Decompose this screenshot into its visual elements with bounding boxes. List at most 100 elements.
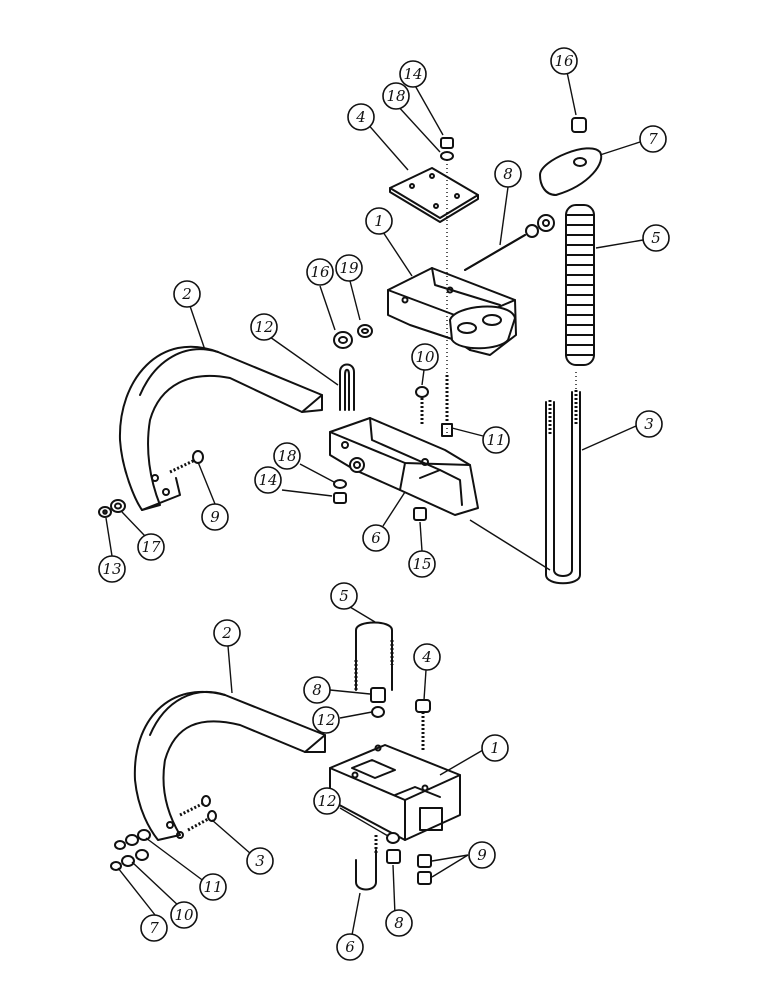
svg-text:14: 14 [258,471,277,489]
upper-shank [118,345,323,511]
svg-text:11: 11 [203,878,222,896]
callout-upper-9: 9 [201,503,229,531]
svg-text:5: 5 [651,229,661,247]
svg-text:18: 18 [386,87,405,105]
svg-text:15: 15 [412,555,431,573]
svg-text:9: 9 [210,508,220,526]
callout-leaders [105,71,644,936]
upper-rod-8 [464,214,555,271]
upper-spring-5 [565,204,595,366]
lower-nut-washers [110,829,151,871]
lower-callouts: 5 2 4 8 12 1 12 9 3 11 10 7 6 8 [140,582,509,961]
svg-text:12: 12 [316,711,335,729]
upper-u-bolt-12 [339,363,355,411]
lower-bolts-3 [179,795,217,832]
upper-nut-washer-14-18-top [440,137,454,440]
svg-text:18: 18 [277,447,296,465]
callout-upper-3: 3 [635,410,663,438]
upper-bolt-10 [415,386,429,425]
callout-lower-2: 2 [213,619,241,647]
svg-text:11: 11 [486,431,505,449]
upper-callouts: 14 18 4 16 7 8 1 5 16 19 2 12 10 3 11 18… [98,47,670,583]
callout-upper-6: 6 [362,524,390,552]
callout-upper-4: 4 [347,103,375,131]
callout-upper-10: 10 [411,343,439,371]
upper-casting-1 [387,267,517,356]
upper-bolt-9 [169,450,204,474]
svg-text:13: 13 [102,560,121,578]
callout-upper-15: 15 [408,550,436,578]
upper-nut-washer-13-17 [98,499,126,518]
callout-lower-12: 12 [313,787,341,815]
svg-text:5: 5 [339,587,349,605]
svg-text:16: 16 [554,52,574,70]
callout-upper-16: 16 [306,258,334,286]
callout-upper-7: 7 [639,125,667,153]
lower-nuts-bottom [386,832,432,885]
upper-bracket-6 [329,417,479,516]
svg-text:6: 6 [345,938,355,956]
lower-shank [133,690,326,841]
svg-text:8: 8 [503,165,513,183]
callout-lower-3: 3 [246,847,274,875]
callout-lower-7: 7 [140,914,168,942]
callout-upper-12: 12 [250,313,278,341]
upper-assembly [98,117,603,585]
svg-text:4: 4 [355,108,366,126]
svg-text:1: 1 [374,212,384,230]
callout-upper-13: 13 [98,555,126,583]
callout-upper-16-top: 16 [550,47,578,75]
svg-text:19: 19 [339,259,359,277]
upper-nut-washer-16-19 [333,324,373,349]
callout-upper-14-top: 14 [399,60,427,88]
svg-text:9: 9 [477,846,487,864]
svg-text:16: 16 [310,263,330,281]
callout-lower-4: 4 [413,643,441,671]
svg-text:8: 8 [312,681,322,699]
callout-lower-6: 6 [336,933,364,961]
upper-u-bolt-3 [469,372,581,585]
callout-lower-8: 8 [385,909,413,937]
callout-upper-11: 11 [482,426,510,454]
svg-text:12: 12 [317,792,336,810]
lower-nut-washer-8-12-top [370,687,386,718]
callout-lower-10: 10 [170,901,198,929]
callout-upper-18: 18 [273,442,301,470]
callout-upper-1: 1 [365,207,393,235]
upper-nut-15 [413,507,427,521]
svg-text:17: 17 [141,538,161,556]
lower-assembly [110,621,461,891]
svg-text:14: 14 [403,65,422,83]
lower-u-bolt-5 [354,621,394,691]
svg-text:3: 3 [644,415,654,433]
svg-text:10: 10 [174,906,194,924]
svg-text:7: 7 [149,919,159,937]
svg-text:4: 4 [421,648,432,666]
callout-upper-19: 19 [335,254,363,282]
lower-bolt-4 [415,699,431,750]
svg-text:3: 3 [255,852,265,870]
svg-text:6: 6 [371,529,381,547]
svg-text:8: 8 [394,914,404,932]
svg-text:7: 7 [648,130,658,148]
callout-upper-14: 14 [254,466,282,494]
callout-lower-8-top: 8 [303,676,331,704]
svg-text:1: 1 [490,739,500,757]
svg-text:12: 12 [254,318,273,336]
callout-lower-5: 5 [330,582,358,610]
callout-upper-5: 5 [642,224,670,252]
callout-upper-8: 8 [494,160,522,188]
upper-nut-washer-18-14-lower [333,479,347,504]
callout-lower-11: 11 [199,873,227,901]
upper-plate-4 [389,167,479,223]
callout-upper-18-top: 18 [382,82,410,110]
svg-text:2: 2 [221,624,232,642]
upper-spring-cap-7 [539,117,603,196]
callout-lower-9: 9 [468,841,496,869]
callout-lower-12-top: 12 [312,706,340,734]
svg-text:2: 2 [181,285,192,303]
callout-upper-17: 17 [137,533,165,561]
lower-u-bolt-6 [355,835,378,891]
lower-bracket-1 [329,744,461,841]
